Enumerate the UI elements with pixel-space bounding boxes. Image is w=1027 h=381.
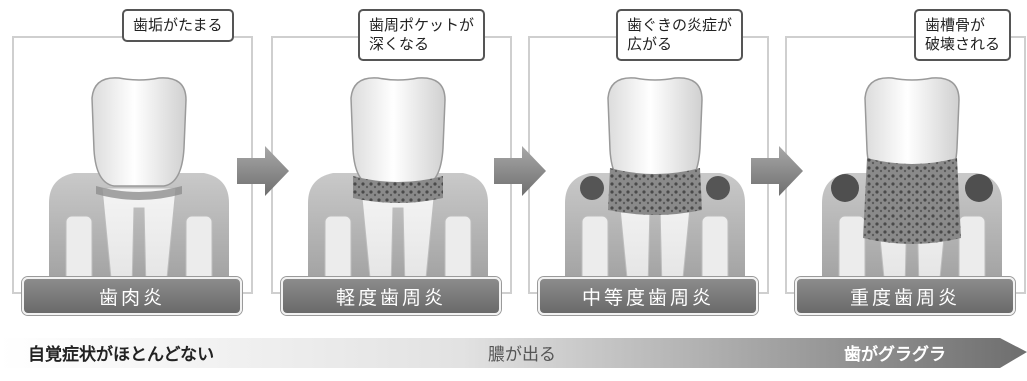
stage-panel-severe bbox=[785, 36, 1026, 294]
stage-label-moderate: 中等度歯周炎 bbox=[538, 277, 758, 315]
tooth-moderate-illustration bbox=[564, 77, 746, 292]
progress-start-text: 自覚症状がほとんどない bbox=[28, 345, 215, 365]
callout-bone-destroyed: 歯槽骨が 破壊される bbox=[914, 9, 1012, 61]
tooth-mild-illustration bbox=[307, 77, 489, 292]
arrow-right-icon bbox=[237, 146, 289, 196]
callout-plaque: 歯垢がたまる bbox=[122, 9, 234, 42]
arrow-right-icon bbox=[494, 146, 546, 196]
stage-panel-moderate bbox=[528, 36, 769, 294]
callout-inflammation: 歯ぐきの炎症が 広がる bbox=[616, 9, 744, 61]
stage-panel-mild bbox=[271, 36, 512, 294]
tooth-gingivitis-illustration bbox=[48, 77, 230, 292]
stage-label-severe: 重度歯周炎 bbox=[795, 277, 1015, 315]
progression-bar bbox=[0, 338, 1027, 368]
callout-deep-pocket: 歯周ポケットが 深くなる bbox=[358, 9, 486, 61]
tooth-severe-illustration bbox=[821, 77, 1003, 292]
stage-panel-gingivitis bbox=[12, 36, 253, 294]
arrow-right-icon bbox=[751, 146, 803, 196]
stage-label-mild: 軽度歯周炎 bbox=[281, 277, 501, 315]
stage-label-gingivitis: 歯肉炎 bbox=[22, 277, 242, 315]
progress-end-text: 歯がグラグラ bbox=[844, 345, 946, 365]
progress-middle-text: 膿が出る bbox=[488, 345, 556, 365]
